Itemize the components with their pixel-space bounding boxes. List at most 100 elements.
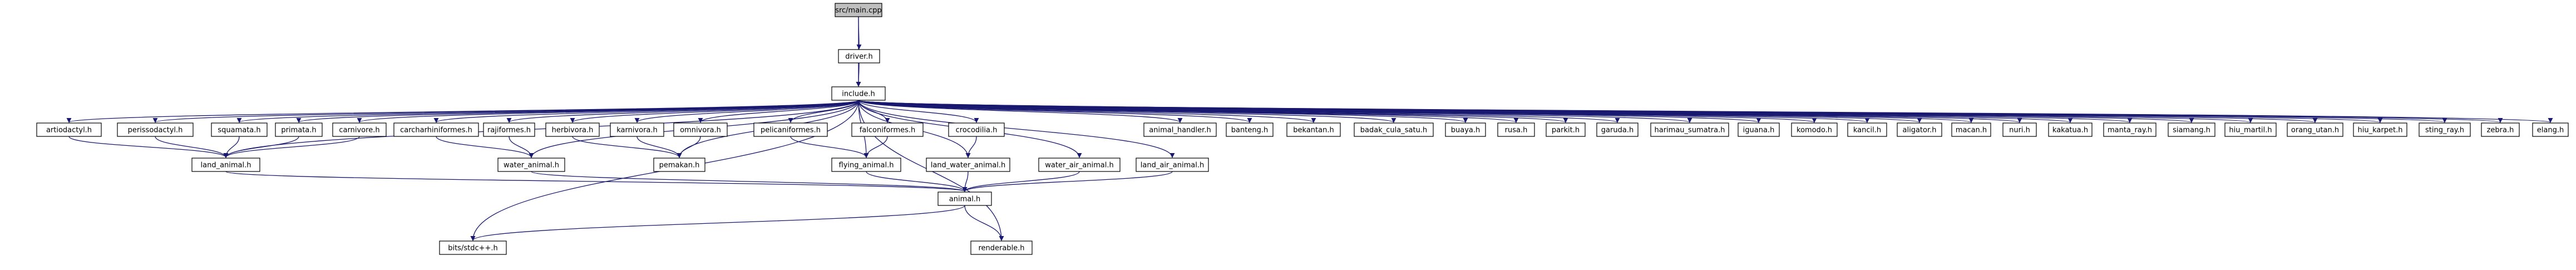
node-renderable[interactable]: renderable.h — [970, 240, 1033, 255]
node-box-herbivora[interactable] — [545, 122, 600, 137]
node-box-manta[interactable] — [2103, 122, 2156, 137]
node-water_animal[interactable]: water_animal.h — [497, 158, 565, 172]
node-box-nuri[interactable] — [2002, 122, 2037, 137]
node-box-water_animal[interactable] — [497, 158, 565, 172]
node-box-elang[interactable] — [2532, 122, 2569, 137]
node-omnivora[interactable]: omnivora.h — [673, 122, 728, 137]
node-parkit[interactable]: parkit.h — [1546, 122, 1586, 137]
node-water_air_animal[interactable]: water_air_animal.h — [1038, 158, 1121, 172]
node-include[interactable]: include.h — [831, 86, 886, 101]
node-box-sting_ray[interactable] — [2419, 122, 2471, 137]
node-box-zebra[interactable] — [2481, 122, 2520, 137]
node-box-garuda[interactable] — [1596, 122, 1639, 137]
node-box-karnivora[interactable] — [610, 122, 664, 137]
node-animal_handler[interactable]: animal_handler.h — [1143, 122, 1217, 137]
node-driver[interactable]: driver.h — [838, 49, 880, 63]
node-kakatua[interactable]: kakatua.h — [2048, 122, 2093, 137]
node-box-squamata[interactable] — [211, 122, 268, 137]
node-siamang[interactable]: siamang.h — [2168, 122, 2215, 137]
node-orang_utan[interactable]: orang_utan.h — [2287, 122, 2343, 137]
node-hiu_karpet[interactable]: hiu_karpet.h — [2353, 122, 2407, 137]
node-bekantan[interactable]: bekantan.h — [1286, 122, 1341, 137]
node-box-pelicaniformes[interactable] — [753, 122, 828, 137]
node-garuda[interactable]: garuda.h — [1596, 122, 1639, 137]
node-box-water_air_animal[interactable] — [1038, 158, 1121, 172]
node-box-renderable[interactable] — [970, 240, 1033, 255]
node-primata[interactable]: primata.h — [275, 122, 323, 137]
node-kancil[interactable]: kancil.h — [1847, 122, 1887, 137]
node-squamata[interactable]: squamata.h — [211, 122, 268, 137]
node-buaya[interactable]: buaya.h — [1445, 122, 1486, 137]
node-box-carcharhiniformes[interactable] — [393, 122, 479, 137]
node-rajiformes[interactable]: rajiformes.h — [483, 122, 535, 137]
node-box-omnivora[interactable] — [673, 122, 728, 137]
node-karnivora[interactable]: karnivora.h — [610, 122, 664, 137]
node-elang[interactable]: elang.h — [2532, 122, 2569, 137]
node-box-artiodactyl[interactable] — [36, 122, 102, 137]
node-perissodactyl[interactable]: perissodactyl.h — [117, 122, 194, 137]
node-box-hiu_martil[interactable] — [2224, 122, 2277, 137]
node-box-hiu_karpet[interactable] — [2353, 122, 2407, 137]
node-sting_ray[interactable]: sting_ray.h — [2419, 122, 2471, 137]
node-badak[interactable]: badak_cula_satu.h — [1354, 122, 1434, 137]
node-box-pemakan[interactable] — [653, 158, 705, 172]
node-macan[interactable]: macan.h — [1951, 122, 1991, 137]
node-aligator[interactable]: aligator.h — [1897, 122, 1942, 137]
node-box-perissodactyl[interactable] — [117, 122, 194, 137]
node-land_animal[interactable]: land_animal.h — [191, 158, 260, 172]
node-komodo[interactable]: komodo.h — [1791, 122, 1838, 137]
node-box-animal_handler[interactable] — [1143, 122, 1217, 137]
node-banteng[interactable]: banteng.h — [1226, 122, 1274, 137]
node-manta[interactable]: manta_ray.h — [2103, 122, 2156, 137]
node-box-komodo[interactable] — [1791, 122, 1838, 137]
node-bits[interactable]: bits/stdc++.h — [439, 240, 507, 255]
node-box-harimau[interactable] — [1650, 122, 1729, 137]
node-hiu_martil[interactable]: hiu_martil.h — [2224, 122, 2277, 137]
node-crocodilia[interactable]: crocodilia.h — [948, 122, 1005, 137]
node-carcharhiniformes[interactable]: carcharhiniformes.h — [393, 122, 479, 137]
node-pelicaniformes[interactable]: pelicaniformes.h — [753, 122, 828, 137]
node-box-badak[interactable] — [1354, 122, 1434, 137]
node-box-include[interactable] — [831, 86, 886, 101]
node-box-aligator[interactable] — [1897, 122, 1942, 137]
node-zebra[interactable]: zebra.h — [2481, 122, 2520, 137]
node-box-animal[interactable] — [937, 192, 992, 206]
node-nuri[interactable]: nuri.h — [2002, 122, 2037, 137]
node-box-carnivore[interactable] — [332, 122, 387, 137]
node-box-kancil[interactable] — [1847, 122, 1887, 137]
node-main[interactable]: src/main.cpp — [835, 3, 882, 17]
node-pemakan[interactable]: pemakan.h — [653, 158, 705, 172]
node-box-buaya[interactable] — [1445, 122, 1486, 137]
node-animal[interactable]: animal.h — [937, 192, 992, 206]
node-iguana[interactable]: iguana.h — [1738, 122, 1780, 137]
node-harimau[interactable]: harimau_sumatra.h — [1650, 122, 1729, 137]
node-box-siamang[interactable] — [2168, 122, 2215, 137]
node-box-macan[interactable] — [1951, 122, 1991, 137]
node-carnivore[interactable]: carnivore.h — [332, 122, 387, 137]
node-box-driver[interactable] — [838, 49, 880, 63]
node-box-land_air_animal[interactable] — [1136, 158, 1209, 172]
node-box-flying_animal[interactable] — [831, 158, 901, 172]
node-herbivora[interactable]: herbivora.h — [545, 122, 600, 137]
node-box-iguana[interactable] — [1738, 122, 1780, 137]
node-box-land_animal[interactable] — [191, 158, 260, 172]
node-land_air_animal[interactable]: land_air_animal.h — [1136, 158, 1209, 172]
node-box-bekantan[interactable] — [1286, 122, 1341, 137]
node-box-parkit[interactable] — [1546, 122, 1586, 137]
node-box-falconiformes[interactable] — [851, 122, 924, 137]
node-artiodactyl[interactable]: artiodactyl.h — [36, 122, 102, 137]
node-land_water_animal[interactable]: land_water_animal.h — [926, 158, 1010, 172]
node-box-land_water_animal[interactable] — [926, 158, 1010, 172]
node-rusa[interactable]: rusa.h — [1497, 122, 1535, 137]
node-box-orang_utan[interactable] — [2287, 122, 2343, 137]
node-box-rajiformes[interactable] — [483, 122, 535, 137]
node-box-banteng[interactable] — [1226, 122, 1274, 137]
node-box-kakatua[interactable] — [2048, 122, 2093, 137]
node-box-bits[interactable] — [439, 240, 507, 255]
node-flying_animal[interactable]: flying_animal.h — [831, 158, 901, 172]
node-box-rusa[interactable] — [1497, 122, 1535, 137]
node-box-main[interactable] — [835, 3, 882, 17]
node-box-crocodilia[interactable] — [948, 122, 1005, 137]
node-box-primata[interactable] — [275, 122, 323, 137]
node-falconiformes[interactable]: falconiformes.h — [851, 122, 924, 137]
